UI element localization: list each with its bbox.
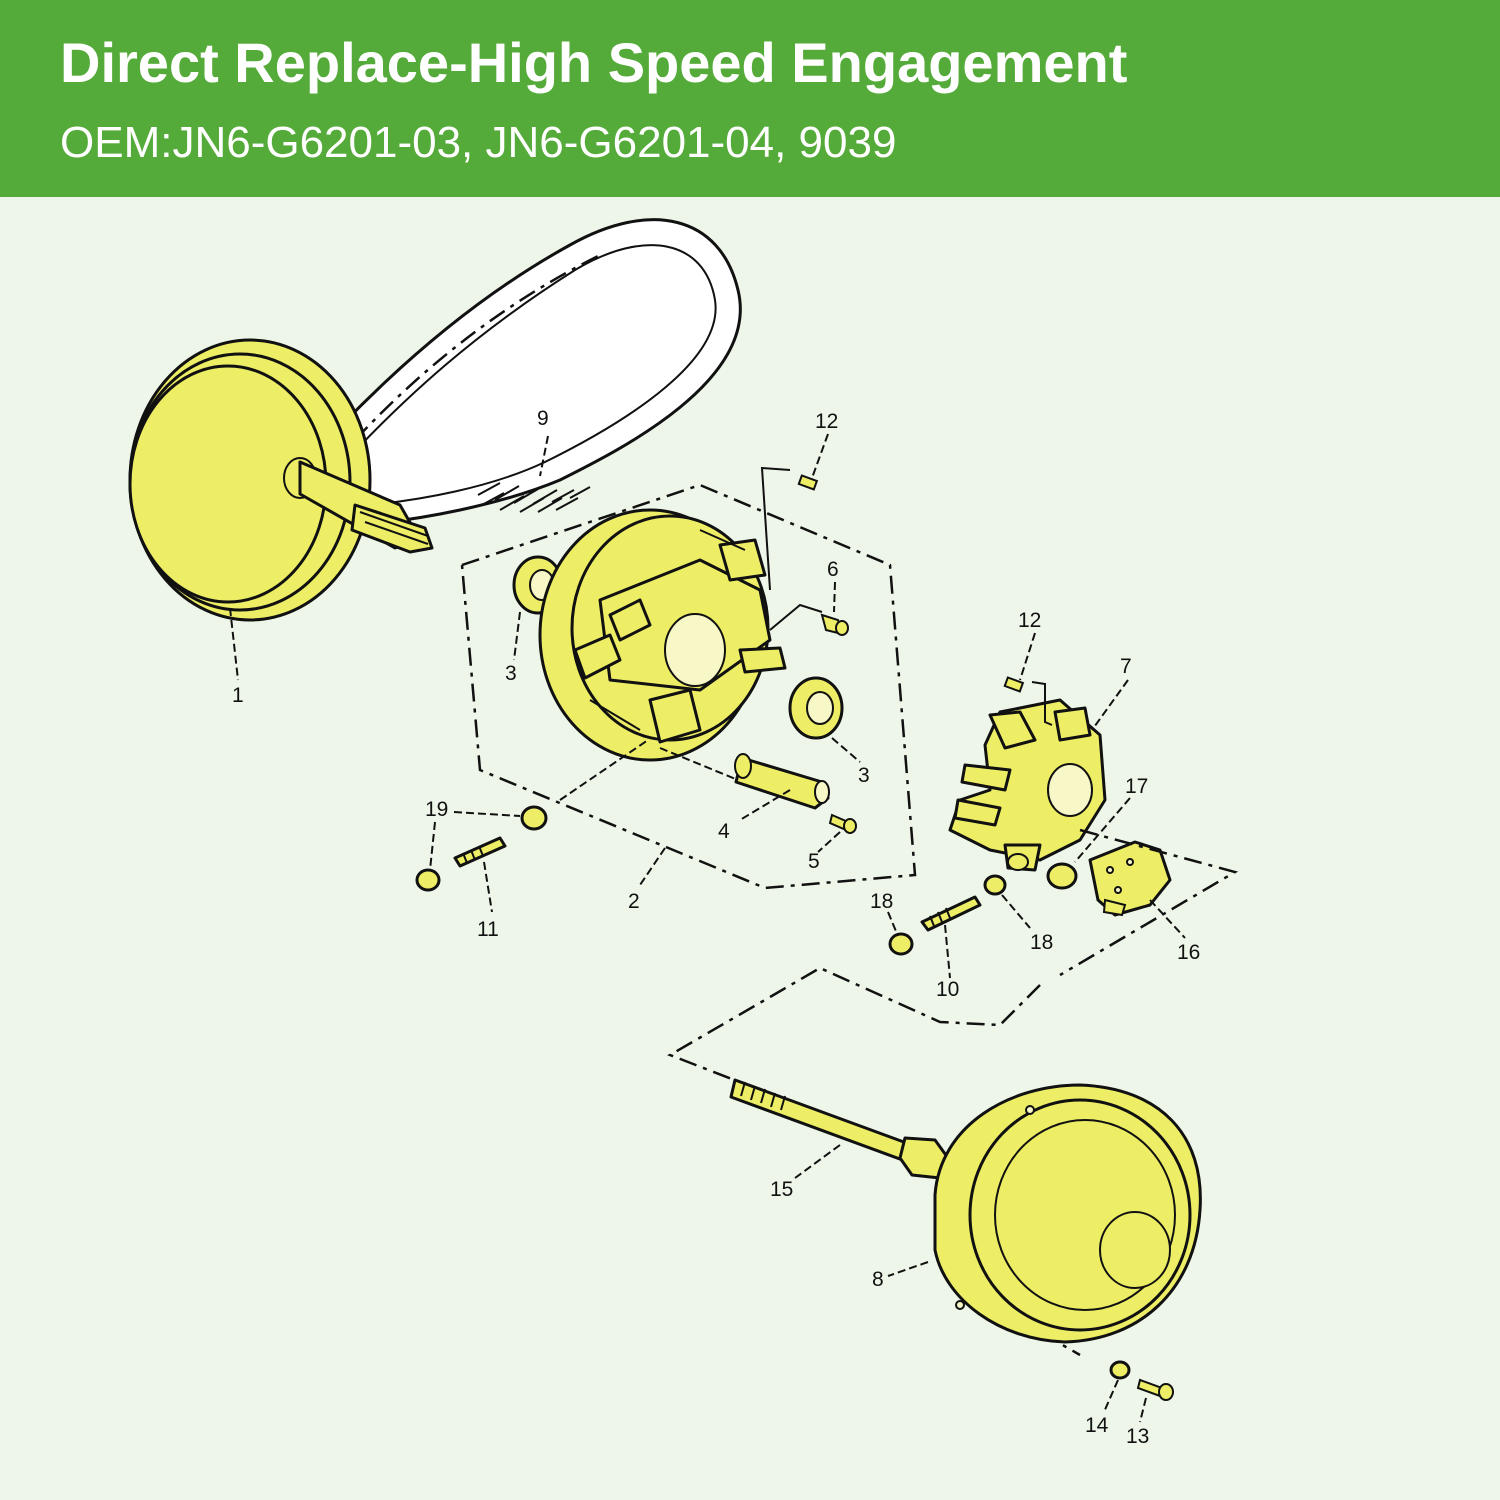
long-bolt	[729, 1078, 950, 1180]
oem-part-numbers: OEM:JN6-G6201-03, JN6-G6201-04, 9039	[60, 118, 897, 167]
leader-lines	[229, 433, 1186, 1423]
callout-19: 19	[425, 798, 448, 821]
callout-1: 1	[232, 684, 244, 707]
washer-19	[520, 805, 548, 831]
set-screw-bracket-lower	[1031, 681, 1053, 726]
nut-14	[1109, 1360, 1131, 1380]
callout-9: 9	[537, 407, 549, 430]
header-banner: Direct Replace-High Speed Engagement OEM…	[0, 0, 1500, 197]
pin-11	[453, 836, 507, 868]
callout-5: 5	[808, 850, 820, 873]
nut-19	[415, 868, 441, 892]
callout-16: 16	[1177, 941, 1200, 964]
callout-7: 7	[1120, 655, 1132, 678]
weight	[1088, 840, 1172, 917]
belt-teeth	[477, 482, 591, 513]
callouts: 1 9 12 6 3 3 4 5 2 12 7 17 16 18 18 10 1…	[232, 407, 1200, 1448]
assembly-boundary-2	[460, 483, 917, 890]
set-screw-lower	[1003, 676, 1025, 693]
grease-fitting	[820, 613, 849, 636]
callout-12-lower: 12	[1018, 609, 1041, 632]
spider	[948, 698, 1107, 872]
stationary-sheave	[538, 508, 787, 762]
callout-6: 6	[827, 558, 839, 581]
screw-5	[828, 813, 857, 834]
set-screw-bracket-upper	[760, 466, 791, 591]
callout-3-upper: 3	[505, 662, 517, 685]
assembly-line-spider	[667, 828, 1239, 1187]
callout-4: 4	[718, 820, 730, 843]
roller	[1046, 862, 1078, 890]
callout-11: 11	[477, 918, 499, 941]
callout-14: 14	[1085, 1414, 1109, 1437]
cover	[933, 1083, 1202, 1344]
drive-belt	[297, 218, 742, 527]
callout-18-right: 18	[1030, 931, 1053, 954]
drive-pulley	[128, 338, 434, 622]
fitting-bracket	[769, 603, 823, 631]
callout-2: 2	[628, 890, 640, 913]
page-title: Direct Replace-High Speed Engagement	[60, 31, 1128, 94]
callout-17: 17	[1125, 775, 1148, 798]
bushing	[734, 753, 830, 810]
screw-13	[1136, 1378, 1174, 1401]
callout-18-left: 18	[870, 890, 893, 913]
callout-3-lower: 3	[858, 764, 870, 787]
callout-10: 10	[936, 978, 959, 1001]
callout-15: 15	[770, 1178, 793, 1201]
callout-13: 13	[1126, 1425, 1149, 1448]
washer-18-upper	[983, 874, 1007, 896]
callout-8: 8	[872, 1268, 884, 1291]
set-screw-upper	[797, 474, 819, 491]
oil-seal-lower	[788, 676, 844, 740]
nut-18-lower	[888, 932, 914, 956]
pin-10	[920, 895, 982, 932]
callout-12-upper: 12	[815, 410, 838, 433]
